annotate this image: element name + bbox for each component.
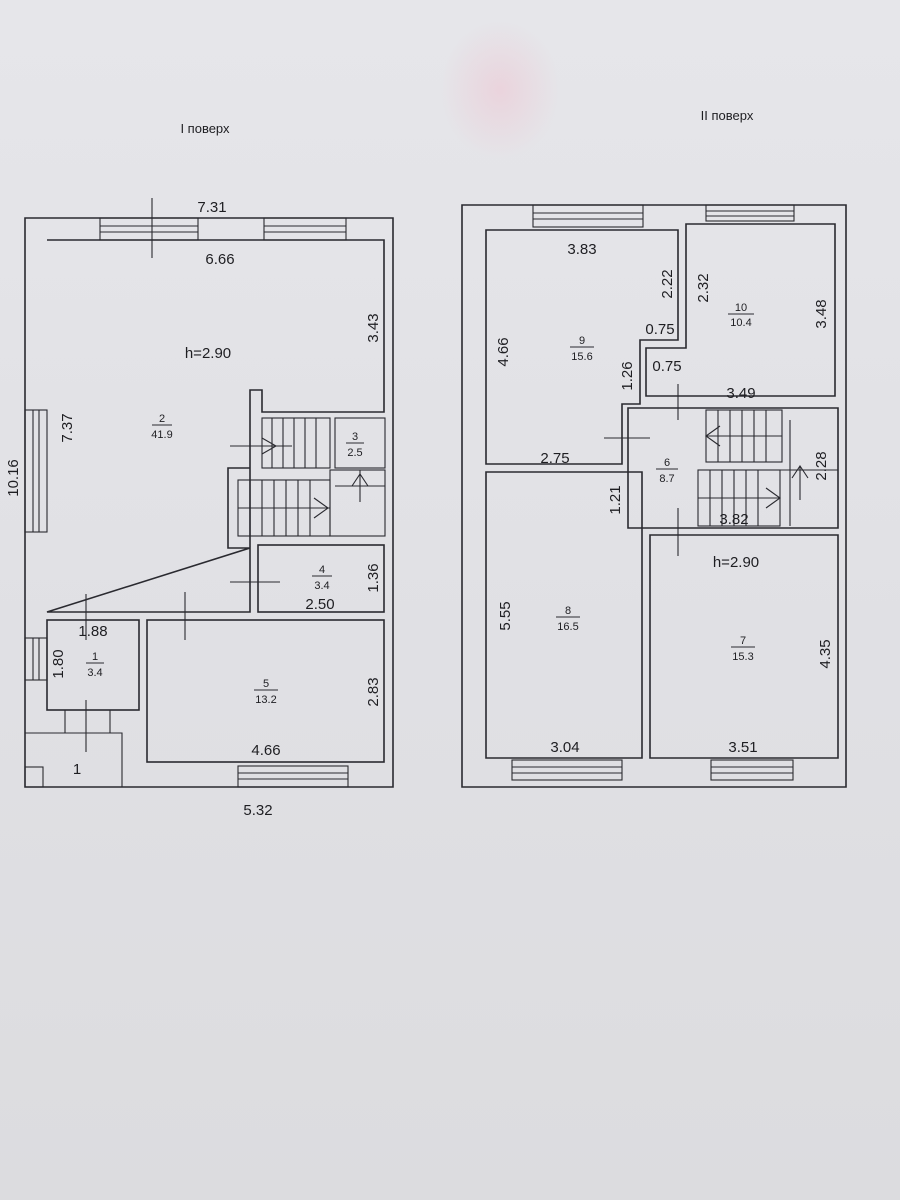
dim-hall-width: 3.49: [726, 385, 755, 402]
dim-room10-height: 3.48: [813, 299, 830, 328]
light-glare: [440, 20, 560, 160]
height-second: h=2.90: [713, 554, 759, 571]
dim-room8-height: 5.55: [497, 601, 514, 630]
room-area: 8.7: [659, 473, 674, 485]
stair-zone-first: [230, 417, 386, 537]
dim-bottom-outer: 5.32: [243, 802, 272, 819]
room-area: 13.2: [255, 694, 276, 706]
room-number: 1: [92, 651, 98, 663]
porch: [24, 710, 123, 788]
room-6-outline: [627, 407, 839, 529]
room-number: 6: [664, 457, 670, 469]
window-top-left-second: [532, 204, 644, 228]
room-label-10: 10 10.4: [728, 302, 754, 329]
room-10-outline: [645, 223, 836, 397]
dim-notch-b: 0.75: [652, 358, 681, 375]
dim-notch-h: 1.26: [619, 361, 636, 390]
room-area: 15.6: [571, 351, 592, 363]
room-area: 15.3: [732, 651, 753, 663]
room-label-4: 4 3.4: [312, 564, 332, 592]
dim-room9-height: 4.66: [495, 337, 512, 366]
room-number: 4: [319, 564, 325, 576]
window-room-1: [24, 637, 48, 681]
room-number: 7: [740, 635, 746, 647]
dim-top-outer: 7.31: [197, 199, 226, 216]
room-number: 9: [579, 335, 585, 347]
room-number: 10: [735, 302, 747, 314]
room-label-5: 5 13.2: [254, 678, 278, 706]
floor-title-second: II поверх: [701, 108, 754, 123]
room-7-outline: [649, 534, 839, 759]
room-area: 41.9: [151, 429, 172, 441]
room-9-outline: [485, 229, 679, 465]
dim-room4-height: 1.36: [365, 563, 382, 592]
room-label-8: 8 16.5: [556, 605, 580, 633]
window-top-right: [263, 217, 347, 241]
room-area: 3.4: [87, 667, 102, 679]
room-8-outline: [485, 471, 643, 759]
dim-room8-top: 2.75: [540, 450, 569, 467]
room-area: 2.5: [347, 447, 362, 459]
room-label-1: 1 3.4: [86, 651, 104, 679]
room-area: 16.5: [557, 621, 578, 633]
outer-wall-second: [461, 204, 847, 788]
window-left: [24, 409, 48, 533]
porch-label: 1: [73, 761, 81, 778]
floor-title-first: I поверх: [180, 121, 230, 136]
window-bottom-right-second: [710, 759, 794, 781]
room-2-outline: [46, 239, 385, 613]
room-number: 5: [263, 678, 269, 690]
outer-wall-first: [24, 217, 394, 788]
dim-room7-width: 3.51: [728, 739, 757, 756]
dim-left-inner: 7.37: [59, 413, 76, 442]
dim-room7-height: 4.35: [817, 639, 834, 668]
room-number: 3: [352, 431, 358, 443]
room-label-6: 6 8.7: [656, 457, 678, 485]
dim-room5-width: 4.66: [251, 742, 280, 759]
dim-stair-height: 2.28: [813, 451, 830, 480]
dim-hall-bottom: 3.82: [719, 511, 748, 528]
room-3-outline: [334, 417, 386, 469]
room-area: 3.4: [314, 580, 329, 592]
dim-room10-depth: 2.32: [695, 273, 712, 302]
room-area: 10.4: [730, 317, 751, 329]
window-bottom-first: [237, 765, 349, 788]
room-5-outline: [146, 619, 385, 763]
dim-room9-depth: 2.22: [659, 269, 676, 298]
height-first: h=2.90: [185, 345, 231, 362]
dim-notch-a: 0.75: [645, 321, 674, 338]
room-number: 2: [159, 413, 165, 425]
dim-room4-width: 2.50: [305, 596, 334, 613]
dim-room9-width: 3.83: [567, 241, 596, 258]
dim-top-inner: 6.66: [205, 251, 234, 268]
room-label-7: 7 15.3: [731, 635, 755, 663]
dim-room8-width: 3.04: [550, 739, 579, 756]
room-label-9: 9 15.6: [570, 335, 594, 363]
dim-room1-height: 1.80: [50, 649, 67, 678]
dim-hall-height: 1.21: [607, 485, 624, 514]
room-label-2: 2 41.9: [151, 413, 172, 441]
dim-right-upper: 3.43: [365, 313, 382, 342]
room-label-3: 3 2.5: [346, 431, 364, 459]
dim-left-outer: 10.16: [5, 459, 22, 497]
dim-room5-height: 2.83: [365, 677, 382, 706]
room-number: 8: [565, 605, 571, 617]
dim-room1-width: 1.88: [78, 623, 107, 640]
window-top-left: [99, 217, 199, 241]
room-4-outline: [257, 544, 385, 613]
window-bottom-left-second: [511, 759, 623, 781]
stair-zone-second: [697, 409, 838, 527]
floor-plan-first: [24, 198, 394, 788]
floor-plan-second: [461, 204, 847, 788]
window-top-right-second: [705, 204, 795, 222]
